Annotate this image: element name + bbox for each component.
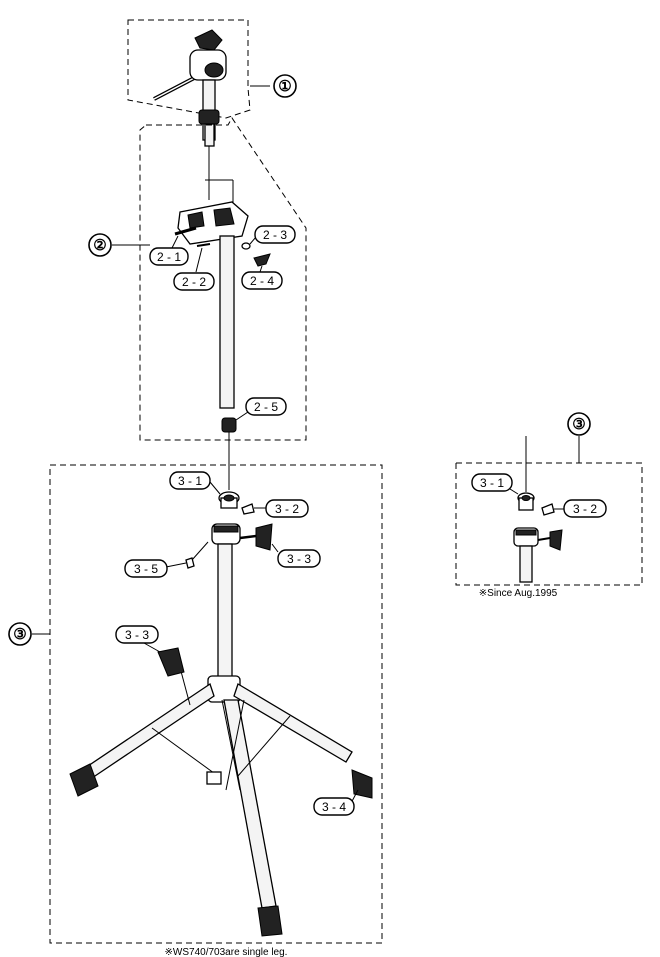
inset-callout-3-1-label: 3 - 1 xyxy=(480,476,504,490)
group-3-boundary xyxy=(49,464,383,944)
callout-2-5-label: 2 - 5 xyxy=(254,400,278,414)
group-2-boundary xyxy=(139,117,307,441)
group-1-marker: ① xyxy=(250,74,297,98)
callout-2-3-label: 2 - 3 xyxy=(263,228,287,242)
callout-3-5-label: 3 - 5 xyxy=(134,562,158,576)
callout-2-2: 2 - 2 xyxy=(173,247,215,291)
callout-3-3-upper: 3 - 3 xyxy=(271,543,321,568)
callout-2-3: 2 - 3 xyxy=(249,225,296,245)
group-3-number: ③ xyxy=(13,626,26,643)
callout-2-1-label: 2 - 1 xyxy=(157,250,181,264)
group-1-parts xyxy=(153,29,227,147)
callout-3-2: 3 - 2 xyxy=(254,499,309,518)
callout-3-1: 3 - 1 xyxy=(169,471,221,495)
callout-3-3-lower: 3 - 3 xyxy=(115,625,161,653)
inset-group-3-number: ③ xyxy=(572,416,585,433)
inset-group-3-boundary xyxy=(455,462,643,586)
group-2-number: ② xyxy=(93,237,106,254)
callout-3-3-lower-label: 3 - 3 xyxy=(125,628,149,642)
inset-callout-3-2-label: 3 - 2 xyxy=(573,502,597,516)
callout-2-1: 2 - 1 xyxy=(149,235,189,266)
callout-3-1-label: 3 - 1 xyxy=(178,474,202,488)
group-3-parts xyxy=(69,491,373,937)
group-1-boundary xyxy=(127,19,251,119)
group-1-number: ① xyxy=(278,78,291,95)
callout-3-4-label: 3 - 4 xyxy=(322,800,346,814)
group-2-parts xyxy=(174,146,271,433)
single-leg-note: ※WS740/703are single leg. xyxy=(165,947,288,957)
group-3-marker: ③ xyxy=(8,622,50,646)
callout-2-4-label: 2 - 4 xyxy=(250,274,274,288)
inset-callout-3-1: 3 - 1 xyxy=(471,473,519,495)
callout-2-5: 2 - 5 xyxy=(235,397,287,421)
callout-2-4: 2 - 4 xyxy=(241,265,283,290)
since-note: ※Since Aug.1995 xyxy=(479,588,558,599)
callout-3-2-label: 3 - 2 xyxy=(275,502,299,516)
callout-3-5: 3 - 5 xyxy=(124,559,187,578)
inset-group-3-marker: ③ xyxy=(567,412,591,463)
callout-3-3-upper-label: 3 - 3 xyxy=(287,552,311,566)
callout-2-2-label: 2 - 2 xyxy=(182,275,206,289)
callout-3-4: 3 - 4 xyxy=(313,789,359,816)
group-2-marker: ② xyxy=(88,233,150,257)
inset-parts xyxy=(513,436,563,583)
inset-callout-3-2: 3 - 2 xyxy=(554,499,607,518)
